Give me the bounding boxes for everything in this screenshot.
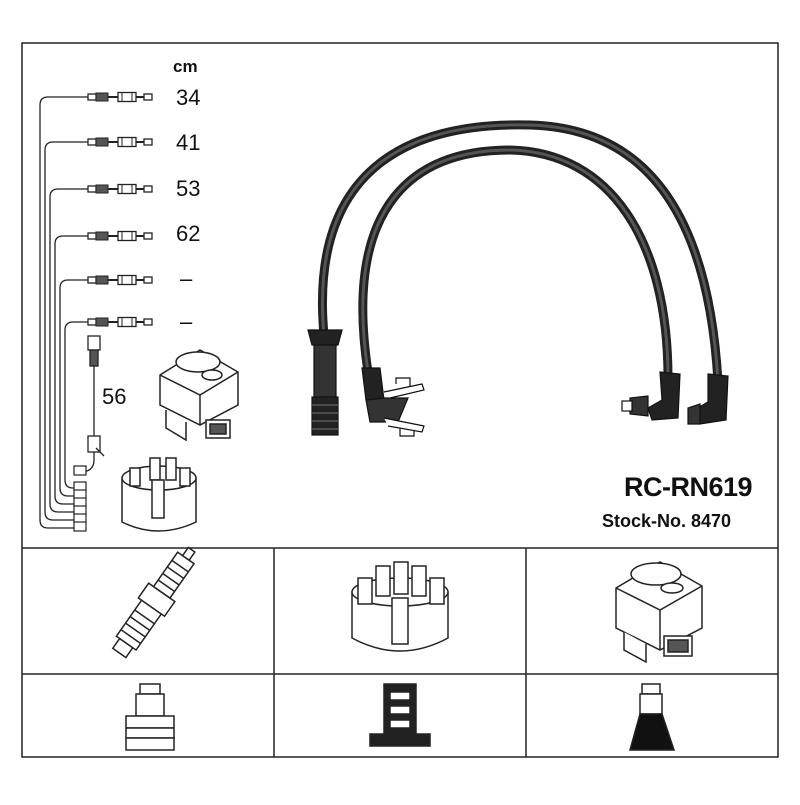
- unit-label: cm: [173, 57, 198, 76]
- ignition-coil-small: [159, 349, 239, 442]
- spark-plug-boot-straight: [307, 329, 343, 436]
- length-label-3: 53: [176, 176, 201, 201]
- lead-connector-4: [87, 230, 153, 242]
- stock-number: Stock-No. 8470: [602, 511, 732, 531]
- lead-wires: [39, 96, 95, 529]
- plug-terminal-type-2: [369, 683, 431, 747]
- distributor-cap-small: [121, 457, 197, 532]
- distributor-cap-large: [351, 561, 449, 652]
- length-label-5: –: [180, 266, 193, 291]
- spark-plug-boot-clip: [361, 367, 425, 437]
- spark-plug-boot-angled-2: [687, 373, 729, 425]
- ignition-coil-large: [615, 561, 703, 664]
- length-label-6: –: [180, 309, 193, 334]
- length-label-1: 34: [176, 85, 201, 110]
- distributor-terminals: [73, 465, 87, 532]
- coil-lead-plug: [87, 335, 105, 457]
- lead-connector-5: [87, 274, 153, 286]
- spark-plug-image: [111, 546, 196, 659]
- length-label-4: 62: [176, 221, 201, 246]
- ignition-cable-set: [318, 120, 723, 387]
- model-number: RC-RN619: [624, 472, 753, 502]
- length-label-2: 41: [176, 130, 201, 155]
- coil-lead-length-label: 56: [102, 384, 127, 409]
- sheet-frame: [21, 42, 779, 758]
- plug-terminal-type-1: [125, 683, 175, 751]
- lead-connector-6: [87, 316, 153, 328]
- lead-connector-1: [87, 91, 153, 103]
- plug-terminal-type-3: [629, 683, 676, 751]
- lead-connector-2: [87, 136, 153, 148]
- spark-plug-boot-angled-1: [621, 371, 681, 421]
- lead-connector-3: [87, 183, 153, 195]
